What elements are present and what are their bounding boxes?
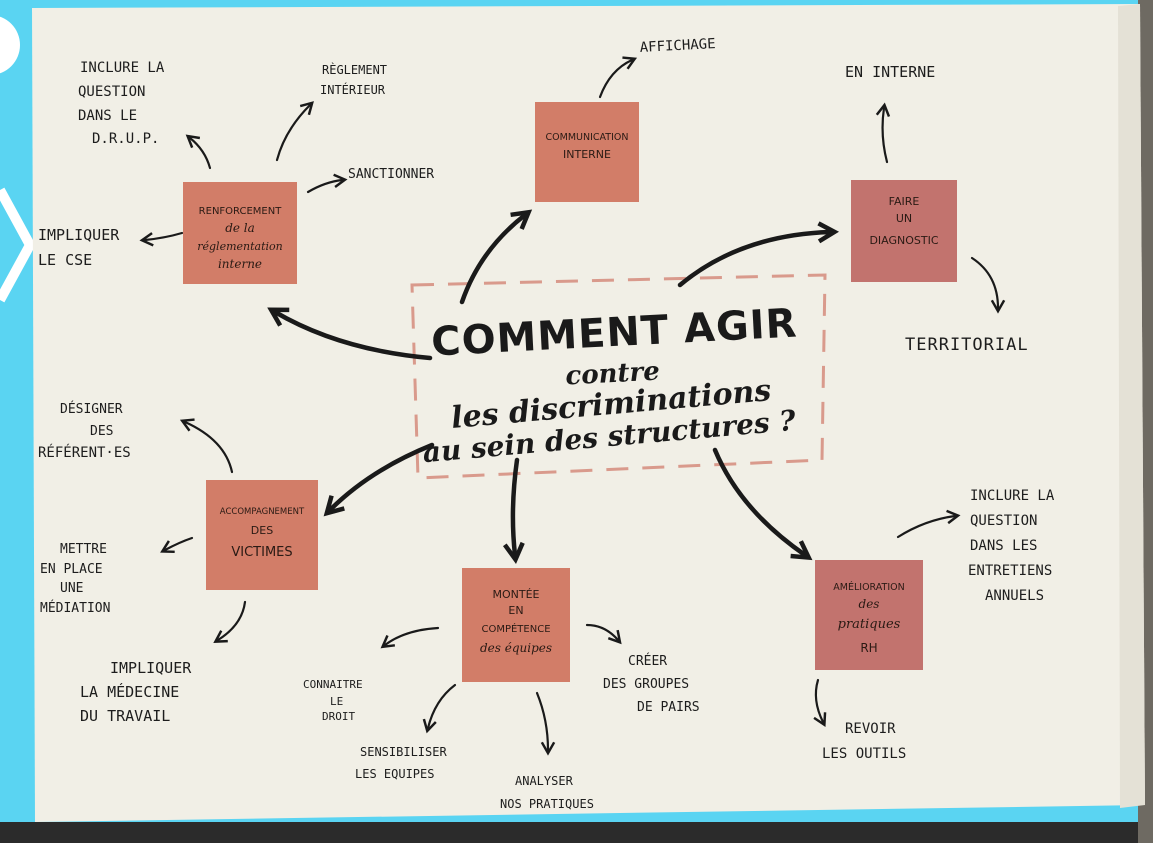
- arrow-center-to-montee: [502, 457, 525, 564]
- arrow-center-to-amelioration: [712, 447, 813, 561]
- idea-inclure-entretiens-line4: ENTRETIENS: [968, 563, 1052, 579]
- idea-inclure-drup-line1: INCLURE LA: [80, 60, 165, 76]
- idea-sensibiliser-line1: SENSIBILISER: [360, 745, 447, 759]
- arrow-to-creer: [585, 623, 622, 645]
- note-montee: MONTÉE EN COMPÉTENCE des équipes: [462, 568, 570, 682]
- center-title-line2: contre: [565, 357, 661, 392]
- note-renforcement-line2: de la: [225, 221, 255, 235]
- frame-chevron-decoration: [0, 187, 36, 303]
- frame-circle-decoration: [0, 16, 20, 74]
- idea-reglement-line1: RÈGLEMENT: [322, 62, 387, 77]
- note-montee-line1: MONTÉE: [493, 588, 540, 601]
- idea-analyser-line1: ANALYSER: [515, 774, 574, 788]
- note-renforcement-line3: réglementation: [197, 240, 283, 253]
- idea-creer-line3: DE PAIRS: [637, 700, 700, 715]
- idea-inclure-drup-line4: D.R.U.P.: [92, 131, 159, 147]
- note-accompagnement-line3: VICTIMES: [231, 545, 292, 560]
- idea-revoir-line1: REVOIR: [845, 721, 896, 737]
- idea-medecine-line3: DU TRAVAIL: [80, 707, 170, 725]
- idea-inclure-entretiens-line1: INCLURE LA: [970, 488, 1055, 504]
- arrow-center-to-diagnostic: [677, 221, 840, 288]
- note-renforcement-line4: interne: [218, 257, 262, 271]
- arrow-to-reglement: [275, 101, 314, 162]
- note-diagnostic: FAIRE UN DIAGNOSTIC: [851, 180, 957, 282]
- idea-territorial: TERRITORIAL: [905, 335, 1029, 355]
- note-amelioration-line1: AMÉLIORATION: [833, 581, 904, 593]
- arrow-to-connaitre: [380, 626, 440, 649]
- note-renforcement: RENFORCEMENT de la réglementation intern…: [183, 182, 297, 284]
- note-accompagnement-line2: DES: [251, 524, 273, 537]
- idea-inclure-drup-line3: DANS LE: [78, 108, 137, 124]
- note-renforcement-line1: RENFORCEMENT: [199, 206, 283, 217]
- note-amelioration-line4: RH: [860, 641, 877, 655]
- idea-sensibiliser-line2: LES EQUIPES: [355, 767, 434, 781]
- idea-creer-line1: CRÉER: [628, 653, 667, 669]
- arrow-to-inclure-drup: [185, 134, 212, 170]
- note-diagnostic-line1: FAIRE: [889, 195, 920, 208]
- idea-inclure-drup-line2: QUESTION: [78, 84, 145, 100]
- arrow-to-inclure-entretiens: [896, 509, 961, 539]
- note-communication-line2: INTERNE: [563, 148, 611, 161]
- idea-mediation-line1: METTRE: [60, 542, 107, 557]
- arrow-center-to-renforcement: [267, 307, 433, 361]
- dark-bottom-edge: [0, 822, 1153, 843]
- arrow-to-revoir: [813, 678, 827, 727]
- arrow-to-territorial: [970, 256, 1006, 314]
- idea-revoir-line2: LES OUTILS: [822, 746, 906, 762]
- arrow-to-analyser: [535, 691, 556, 756]
- idea-connaitre-line1: CONNAITRE: [303, 678, 363, 691]
- note-communication-line1: COMMUNICATION: [546, 132, 629, 143]
- paper-shadow: [1118, 4, 1145, 808]
- arrow-to-mediation: [160, 536, 194, 554]
- idea-medecine-line1: IMPLIQUER: [110, 659, 192, 677]
- idea-inclure-entretiens-line5: ANNUELS: [985, 588, 1044, 604]
- idea-mediation-line2: EN PLACE: [40, 562, 103, 577]
- idea-sanctionner: SANCTIONNER: [348, 167, 434, 182]
- note-accompagnement: ACCOMPAGNEMENT DES VICTIMES: [206, 480, 318, 590]
- idea-reglement-line2: INTÉRIEUR: [320, 82, 386, 97]
- idea-inclure-entretiens-line3: DANS LES: [970, 538, 1037, 554]
- idea-connaitre-line3: DROIT: [322, 710, 355, 723]
- idea-designer-line3: RÉFÉRENT·ES: [38, 444, 131, 461]
- note-amelioration: AMÉLIORATION des pratiques RH: [815, 560, 923, 670]
- arrow-to-designer: [179, 418, 234, 474]
- arrow-to-sensibiliser: [422, 683, 457, 734]
- idea-creer-line2: DES GROUPES: [603, 677, 689, 692]
- idea-impliquer-cse-line1: IMPLIQUER: [38, 226, 120, 244]
- arrow-to-en-interne: [875, 102, 891, 164]
- note-communication: COMMUNICATION INTERNE: [535, 102, 639, 202]
- idea-affichage: AFFICHAGE: [639, 36, 716, 56]
- idea-designer-line2: DES: [90, 424, 113, 439]
- idea-analyser-line2: NOS PRATIQUES: [500, 797, 594, 811]
- arrow-center-to-accompagnement: [323, 442, 435, 517]
- note-montee-line4: des équipes: [480, 641, 552, 655]
- idea-en-interne: EN INTERNE: [845, 63, 935, 81]
- note-montee-line2: EN: [508, 604, 523, 617]
- idea-medecine-line2: LA MÉDECINE: [80, 682, 179, 701]
- arrow-to-impliquer-cse: [139, 231, 184, 247]
- idea-impliquer-cse-line2: LE CSE: [38, 251, 92, 269]
- note-amelioration-line3: pratiques: [838, 617, 901, 632]
- note-montee-line3: COMPÉTENCE: [481, 622, 550, 635]
- idea-designer-line1: DÉSIGNER: [60, 401, 123, 417]
- arrow-to-sanctionner: [306, 173, 348, 194]
- idea-mediation-line3: UNE: [60, 581, 83, 596]
- note-diagnostic-line3: DIAGNOSTIC: [869, 234, 938, 247]
- arrow-to-medecine: [213, 600, 247, 643]
- note-diagnostic-line2: UN: [896, 212, 912, 225]
- note-amelioration-line2: des: [859, 597, 880, 611]
- arrow-to-affichage: [598, 56, 638, 99]
- idea-mediation-line4: MÉDIATION: [40, 600, 110, 616]
- idea-inclure-entretiens-line2: QUESTION: [970, 513, 1037, 529]
- idea-connaitre-line2: LE: [330, 695, 343, 708]
- note-accompagnement-line1: ACCOMPAGNEMENT: [220, 507, 305, 517]
- arrow-center-to-communication: [459, 209, 533, 305]
